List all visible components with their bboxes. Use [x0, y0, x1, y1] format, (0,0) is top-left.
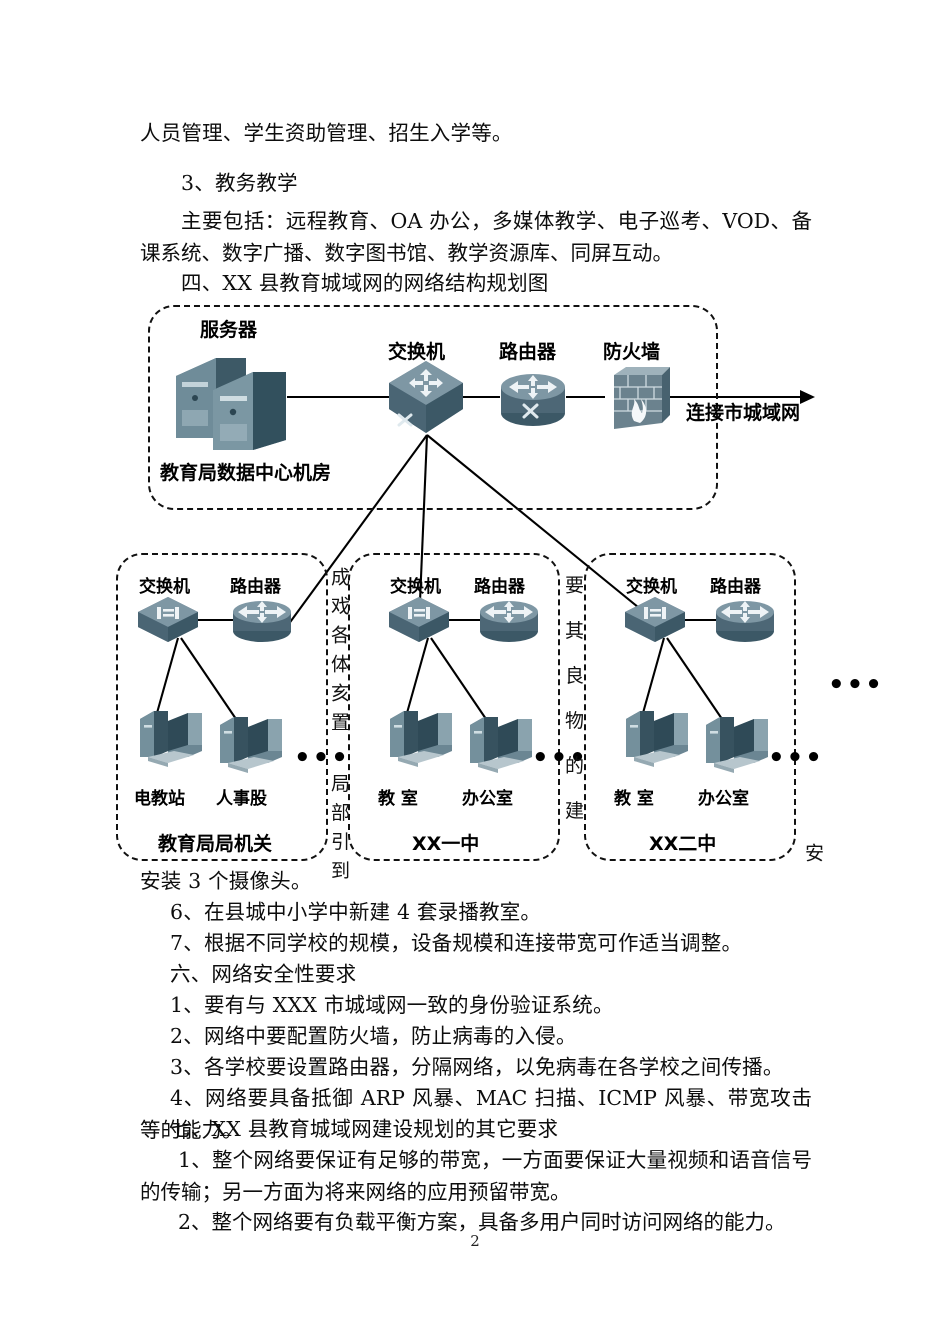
datacenter-boundary: [148, 305, 718, 510]
firewall-label: 防火墙: [603, 341, 661, 363]
site-1-ellipsis: •••: [294, 743, 350, 773]
site-2-router-icon: [476, 595, 542, 651]
core-switch-icon: [385, 357, 467, 443]
site-3-host-icon-2: [698, 713, 772, 779]
site-1-host-label-2: 人事股: [216, 789, 267, 809]
paragraph-p4: 四、XX 县教育城域网的网络结构规划图: [181, 271, 549, 295]
uplink-label: 连接市城域网: [686, 402, 801, 424]
site-3-router-icon: [712, 595, 778, 651]
paragraph-p9: 1、要有与 XXX 市城域网一致的身份验证系统。: [170, 993, 614, 1017]
site-1-switch-label: 交换机: [139, 577, 190, 597]
page-number: 2: [470, 1232, 480, 1250]
server-icon: [168, 350, 293, 454]
site-boundary-2: [348, 553, 560, 861]
paragraph-p13: 七、XX 县教育城域网建设规划的其它要求: [170, 1117, 559, 1141]
site-2-host-icon-1: [382, 707, 456, 773]
site-1-host-label-1: 电教站: [134, 789, 185, 809]
overlay-rotated-text-2: 要 其 良 物 的 建: [562, 575, 584, 830]
paragraph-p2: 3、教务教学: [181, 171, 298, 195]
paragraph-p7: 7、根据不同学校的规模，设备规模和连接带宽可作适当调整。: [170, 931, 743, 955]
site-2-caption: XX一中: [412, 833, 480, 855]
paragraph-p6: 6、在县城中小学中新建 4 套录播教室。: [170, 900, 542, 924]
site-3-host-label-2: 办公室: [698, 789, 749, 809]
core-router-icon: [497, 365, 569, 439]
site-3-host-icon-1: [618, 707, 692, 773]
site-3-router-label: 路由器: [710, 577, 761, 597]
site-boundary-1: [116, 553, 328, 861]
firewall-icon: [604, 361, 670, 439]
site-boundary-3: [584, 553, 796, 861]
core-switch-label: 交换机: [388, 341, 446, 363]
site-1-router-label: 路由器: [230, 577, 281, 597]
site-3-switch-icon: [621, 593, 689, 651]
overlay-rotated-text-3: 安: [802, 843, 824, 872]
site-1-host-icon-1: [132, 707, 206, 773]
paragraph-p5: 安装 3 个摄像头。: [140, 869, 312, 893]
paragraph-p3: 主要包括：远程教育、OA 办公，多媒体教学、电子巡考、VOD、备课系统、数字广播…: [140, 209, 812, 265]
site-1-host-icon-2: [212, 713, 286, 779]
datacenter-caption: 教育局数据中心机房: [160, 462, 332, 484]
site-3-switch-label: 交换机: [626, 577, 677, 597]
site-2-host-icon-2: [462, 713, 536, 779]
site-1-links: [155, 618, 240, 720]
diagram-connector-lines: [287, 390, 815, 626]
site-1-switch-icon: [134, 593, 202, 651]
site-1-router-icon: [229, 595, 295, 651]
server-label: 服务器: [200, 319, 258, 341]
site-3-caption: XX二中: [649, 833, 717, 855]
site-3-host-label-1: 教 室: [614, 789, 654, 809]
paragraph-p1: 人员管理、学生资助管理、招生入学等。: [140, 121, 513, 145]
site-2-switch-icon: [385, 593, 453, 651]
site-1-caption: 教育局局机关: [158, 833, 273, 855]
diagram-trailing-ellipsis: •••: [828, 670, 884, 700]
paragraph-p15: 2、整个网络要有负载平衡方案，具备多用户同时访问网络的能力。: [178, 1210, 786, 1234]
paragraph-p10: 2、网络中要配置防火墙，防止病毒的入侵。: [170, 1024, 577, 1048]
core-router-label: 路由器: [499, 341, 557, 363]
site-3-ellipsis: •••: [768, 743, 824, 773]
overlay-rotated-text-1: 成戏各体亥置 局部引到: [328, 567, 350, 890]
site-2-host-label-1: 教 室: [378, 789, 418, 809]
site-2-host-label-2: 办公室: [462, 789, 513, 809]
site-3-links: [641, 618, 723, 720]
network-topology-diagram: 服务器 交换机 路由器 防火墙 连接市城域网 教育局数据中心机房: [0, 295, 950, 895]
paragraph-p11: 3、各学校要设置路由器，分隔网络，以免病毒在各学校之间传播。: [170, 1055, 784, 1079]
paragraph-p12: 4、网络要具备抵御 ARP 风暴、MAC 扫描、ICMP 风暴、带宽攻击等的能力…: [140, 1086, 812, 1142]
paragraph-p8: 六、网络安全性要求: [170, 962, 357, 986]
site-2-ellipsis: •••: [532, 743, 588, 773]
paragraph-p14: 1、整个网络要保证有足够的带宽，一方面要保证大量视频和语音信号的传输；另一方面为…: [140, 1148, 812, 1204]
site-2-switch-label: 交换机: [390, 577, 441, 597]
site-2-router-label: 路由器: [474, 577, 525, 597]
